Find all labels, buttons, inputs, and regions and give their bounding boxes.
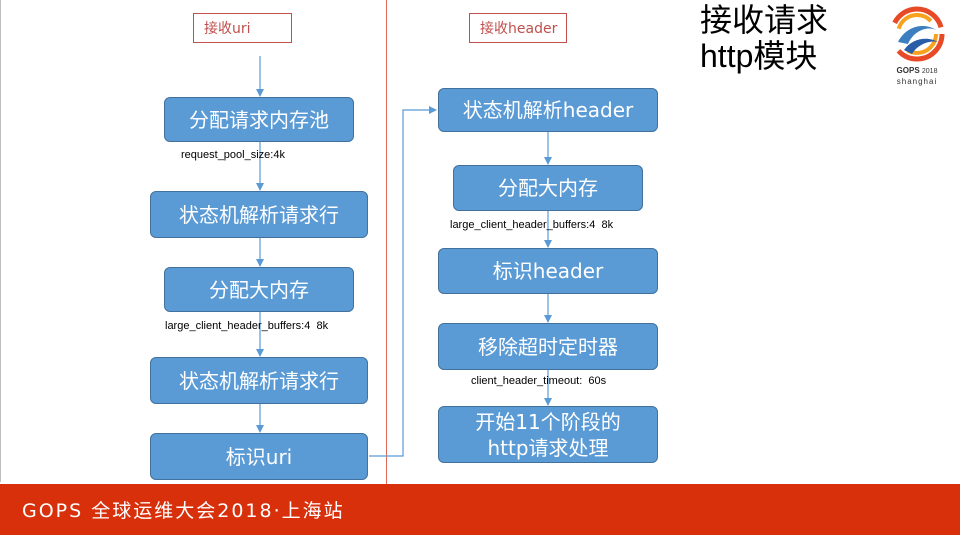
gops-logo-icon (889, 6, 945, 62)
note-client-header-timeout: client_header_timeout: 60s (471, 375, 607, 387)
note-large-client-header-buffers-left: large_client_header_buffers:4 8k (165, 320, 329, 332)
node-allocate-large-memory-right: 分配大内存 (453, 165, 643, 211)
node-parse-request-line-2: 状态机解析请求行 (150, 357, 368, 404)
node-parse-request-line-1: 状态机解析请求行 (150, 191, 368, 238)
node-allocate-large-memory-left: 分配大内存 (164, 267, 354, 312)
arrow-cross (369, 106, 437, 457)
label-receive-uri: 接收uri (193, 13, 292, 43)
logo-name: GOPS (896, 66, 920, 75)
logo-city: shanghai (896, 77, 938, 86)
label-receive-header: 接收header (469, 13, 567, 43)
logo-year: 2018 (921, 68, 938, 75)
logo-caption: GOPS 2018 shanghai (884, 66, 950, 87)
node-mark-header: 标识header (438, 248, 658, 294)
center-divider-line (386, 0, 387, 484)
node-allocate-request-pool: 分配请求内存池 (164, 97, 354, 142)
slide-title-line1: 接收请求 (700, 2, 829, 38)
node-start-11-phases: 开始11个阶段的 http请求处理 (438, 406, 658, 463)
footer-banner: GOPS 全球运维大会2018·上海站 (0, 484, 960, 535)
slide-title: 接收请求 http模块 (700, 2, 880, 74)
note-request-pool-size: request_pool_size:4k (181, 149, 285, 161)
logo-brand-line: GOPS 2018 (884, 66, 950, 77)
node-mark-uri: 标识uri (150, 433, 368, 480)
left-border-line (0, 0, 1, 482)
node-parse-header: 状态机解析header (438, 88, 658, 132)
slide-title-line2: http模块 (700, 38, 818, 74)
footer-text: GOPS 全球运维大会2018·上海站 (22, 500, 345, 522)
note-large-client-header-buffers-right: large_client_header_buffers:4 8k (450, 219, 614, 231)
node-remove-timeout-timer: 移除超时定时器 (438, 323, 658, 370)
